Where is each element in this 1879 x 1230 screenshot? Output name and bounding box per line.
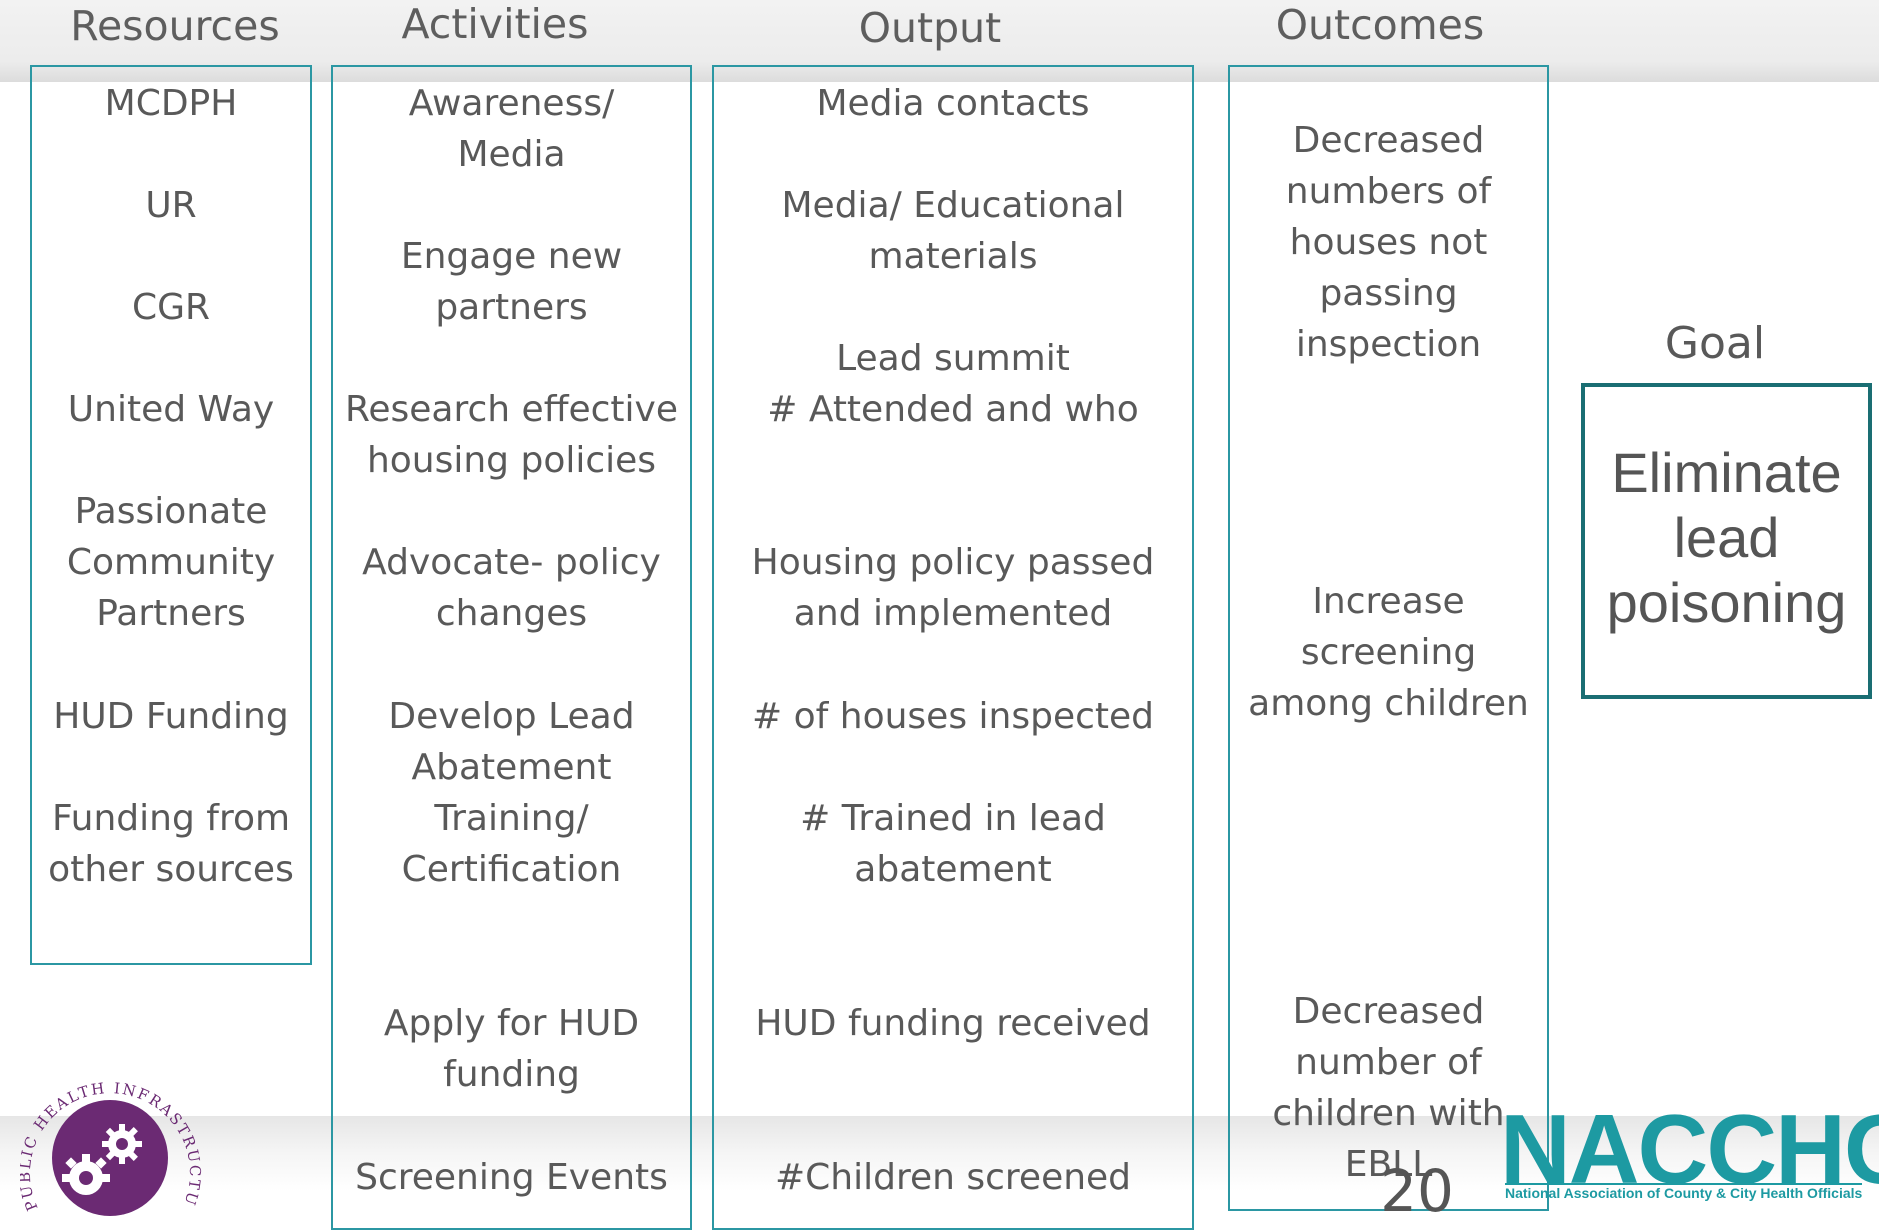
goal-text: Eliminate lead poisoning [1606, 441, 1847, 634]
footer-band [0, 1116, 1879, 1191]
resource-item: MCDPH [104, 83, 238, 124]
output-item: Media/ Educational materials [781, 185, 1125, 277]
resources-header: Resources [70, 2, 280, 50]
naccho-logo: NACCHO [1500, 1094, 1879, 1204]
output-item: # of houses inspected [752, 696, 1154, 737]
outcome-item: Decreased number of children with EBLL [1272, 991, 1505, 1185]
outcomes-column [1228, 65, 1549, 1211]
activities-header: Activities [401, 0, 589, 48]
activity-item: Awareness/ Media [408, 83, 615, 175]
outcomes-header: Outcomes [1275, 1, 1485, 49]
output-item: Housing policy passed and implemented [751, 542, 1155, 634]
activity-item: Research effective housing policies [344, 389, 679, 481]
outcome-item: Decreased numbers of houses not passing … [1285, 120, 1492, 365]
naccho-tagline: National Association of County & City He… [1505, 1183, 1863, 1201]
goal-box [1581, 383, 1872, 699]
resource-item: UR [145, 185, 197, 226]
outcome-item: Increase screening among children [1248, 581, 1529, 724]
resource-item: Passionate Community Partners [66, 491, 276, 634]
goal-header: Goal [1664, 318, 1766, 369]
resource-item: Funding from other sources [48, 798, 294, 890]
output-item: # Trained in lead abatement [800, 798, 1106, 890]
resource-item: CGR [131, 287, 211, 328]
output-item: HUD funding received [755, 1003, 1151, 1044]
gear-icon [62, 1154, 110, 1195]
output-item: Lead summit # Attended and who [767, 338, 1139, 430]
activity-item: Screening Events [355, 1157, 668, 1198]
activity-item: Engage new partners [400, 236, 623, 328]
activity-item: Develop Lead Abatement Training/ Certifi… [388, 696, 635, 890]
resource-item: HUD Funding [53, 696, 289, 737]
output-header: Output [858, 4, 1002, 52]
activity-item: Apply for HUD funding [383, 1003, 640, 1095]
gear-icon [102, 1124, 142, 1164]
output-item: #Children screened [774, 1157, 1132, 1198]
resource-item: United Way [67, 389, 275, 430]
activity-item: Advocate- policy changes [362, 542, 661, 634]
header-band [0, 0, 1879, 82]
page-number: 20 [1380, 1157, 1454, 1225]
resources-column [30, 65, 312, 965]
output-item: Media contacts [816, 83, 1090, 124]
phis-logo: PUBLIC HEALTH INFRASTRUCTURE & SYSTEMS [20, 1058, 202, 1216]
